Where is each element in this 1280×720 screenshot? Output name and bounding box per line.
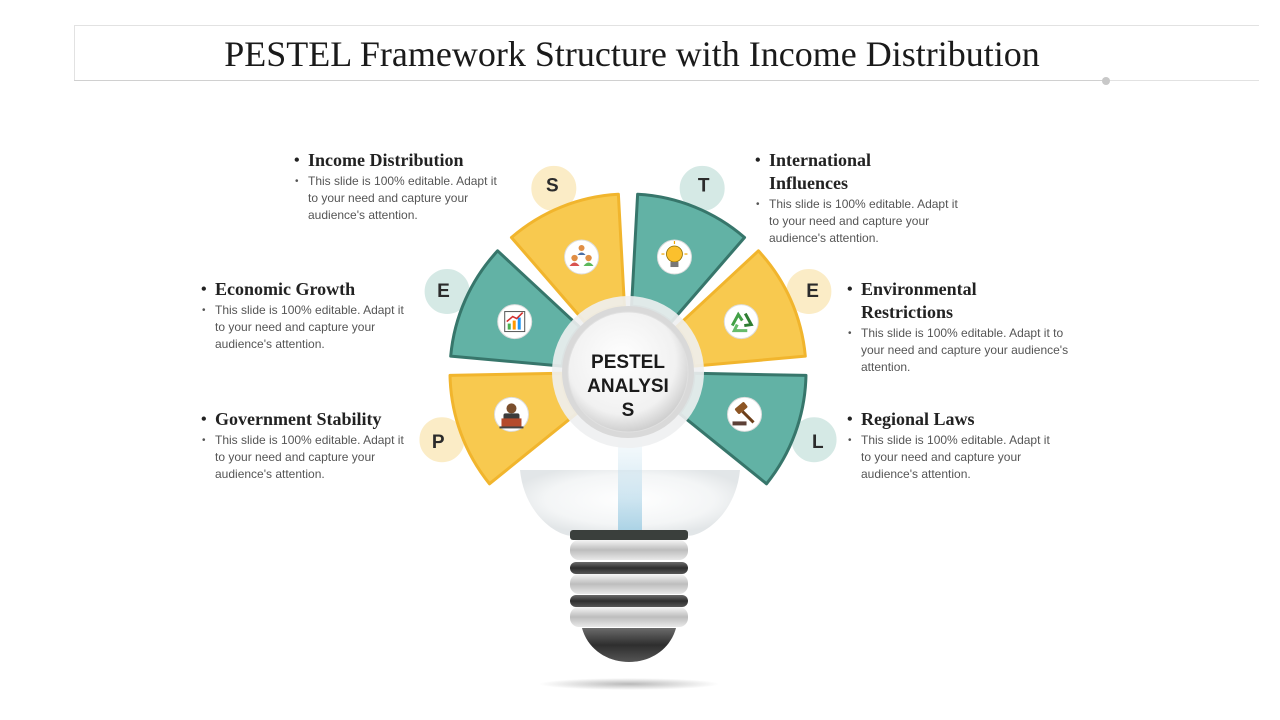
item-government-stability: Government Stability This slide is 100% … (201, 408, 416, 483)
segment-icon-holder (723, 304, 759, 340)
slide-title: PESTEL Framework Structure with Income D… (224, 34, 1040, 74)
item-title: Environmental Restrictions (847, 278, 1021, 324)
center-label-line3: S (622, 400, 635, 421)
lightbulb-icon (661, 241, 688, 268)
item-international-influences: International Influences This slide is 1… (755, 149, 970, 247)
growth-chart-icon (504, 311, 526, 333)
item-income-distribution: Income Distribution This slide is 100% e… (294, 149, 499, 224)
item-title: Government Stability (201, 408, 416, 431)
item-description: This slide is 100% editable. Adapt it to… (201, 302, 411, 353)
item-environmental-restrictions: Environmental Restrictions This slide is… (847, 278, 1082, 376)
segment-letter: E (806, 281, 819, 302)
bulb-shadow (539, 678, 719, 690)
item-description: This slide is 100% editable. Adapt it to… (201, 432, 416, 483)
item-regional-laws: Regional Laws This slide is 100% editabl… (847, 408, 1062, 483)
light-beam (618, 440, 642, 535)
bulb-base (570, 530, 688, 662)
center-label-line1: PESTEL (591, 352, 665, 373)
item-title: Regional Laws (847, 408, 1062, 431)
center-label-line2: ANALYSI (587, 376, 669, 397)
segment-letter: L (812, 432, 824, 453)
segment-letter: S (546, 176, 559, 197)
item-title: Income Distribution (294, 149, 499, 172)
people-group-icon (569, 245, 594, 267)
item-title: International Influences (755, 149, 919, 195)
hub-center (567, 311, 689, 433)
podium-speaker-icon (499, 403, 524, 429)
item-description: This slide is 100% editable. Adapt it to… (294, 173, 499, 224)
item-description: This slide is 100% editable. Adapt it to… (847, 325, 1082, 376)
item-description: This slide is 100% editable. Adapt it to… (755, 196, 970, 247)
item-description: This slide is 100% editable. Adapt it to… (847, 432, 1062, 483)
segment-letter: T (698, 176, 710, 197)
segment-letter: P (432, 432, 445, 453)
recycle-icon (730, 311, 754, 333)
title-underline (74, 80, 1106, 81)
item-economic-growth: Economic Growth This slide is 100% edita… (201, 278, 411, 353)
segment-letter: E (437, 281, 450, 302)
title-underline-dot (1102, 77, 1110, 85)
gavel-icon (732, 402, 755, 426)
item-title: Economic Growth (201, 278, 411, 301)
